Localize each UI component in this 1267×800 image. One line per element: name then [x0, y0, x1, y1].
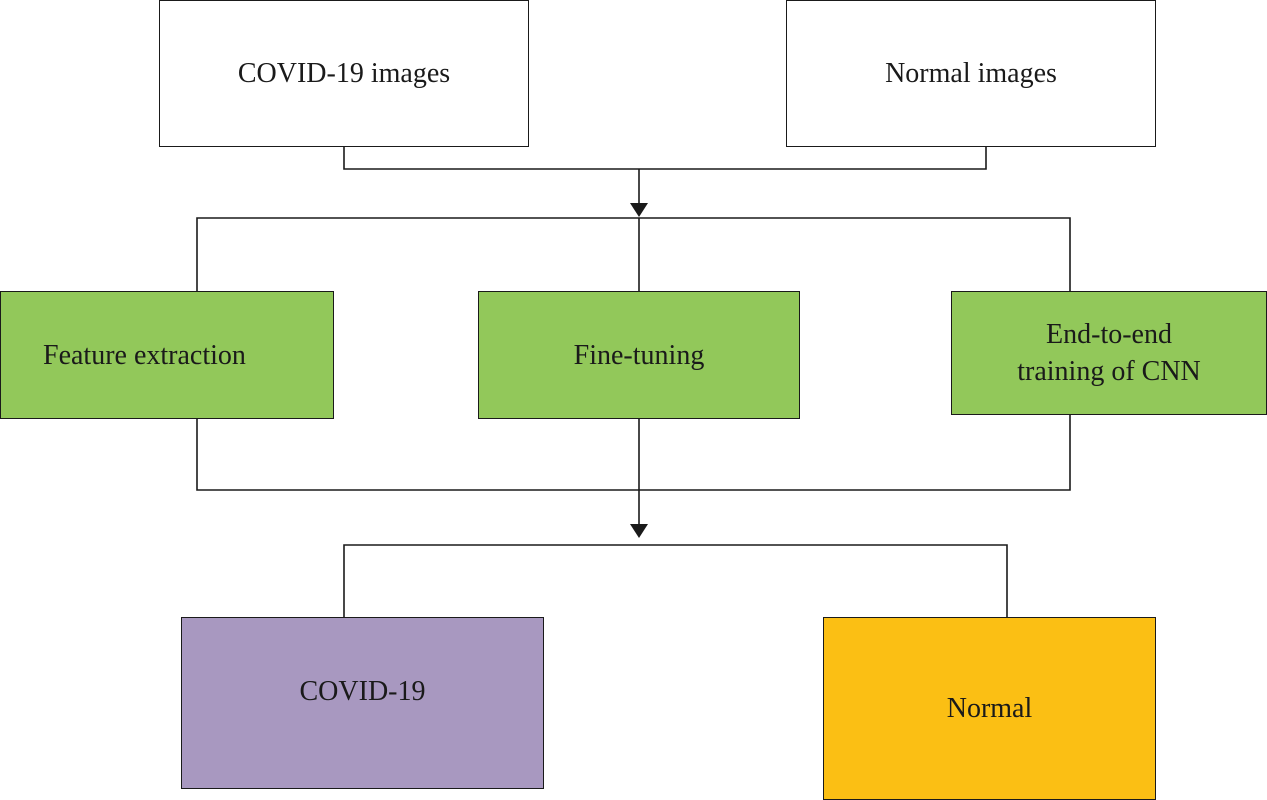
arrowhead-down-1: [630, 203, 648, 217]
end-to-end-training-label: End-to-end training of CNN: [1017, 319, 1201, 387]
covid-output-label: COVID-19: [299, 675, 426, 707]
outputs-split-line: [343, 544, 1008, 617]
normal-output-label: Normal: [946, 693, 1033, 724]
normal-images-label: Normal images: [885, 58, 1057, 89]
methods-split-line: [196, 217, 1071, 291]
covid-images-label: COVID-19 images: [237, 58, 451, 89]
feature-extraction-label: Feature extraction: [43, 339, 246, 371]
fine-tuning-box: Fine-tuning: [478, 291, 800, 419]
covid-images-box: COVID-19 images: [159, 0, 529, 147]
normal-images-box: Normal images: [786, 0, 1156, 147]
arrowhead-down-2: [630, 524, 648, 538]
inputs-merge-line: [343, 147, 987, 170]
normal-output-box: Normal: [823, 617, 1156, 800]
covid-output-box: COVID-19: [181, 617, 544, 789]
fine-tuning-label: Fine-tuning: [573, 339, 705, 371]
methods-merge-line: [196, 415, 1071, 491]
feature-extraction-box: Feature extraction: [0, 291, 334, 419]
end-to-end-training-box: End-to-end training of CNN: [951, 291, 1267, 415]
